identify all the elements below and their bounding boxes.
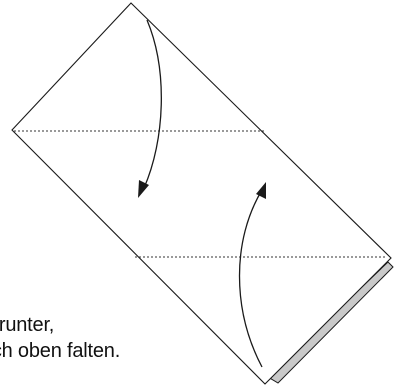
curved-arrow-up-icon [238,182,266,368]
curved-arrow-down-icon [138,19,162,198]
instruction-line-2-text: nach oben falten. [0,340,121,362]
instruction-line-1-text: Ecke herunter, [0,314,55,336]
instruction-line-1: Ecke herunter, [0,312,126,338]
paper-sheet [11,2,392,385]
instruction-line-2: nach oben falten. [0,338,150,364]
instruction-text: Ecke herunter, nach oben falten. [0,312,395,387]
